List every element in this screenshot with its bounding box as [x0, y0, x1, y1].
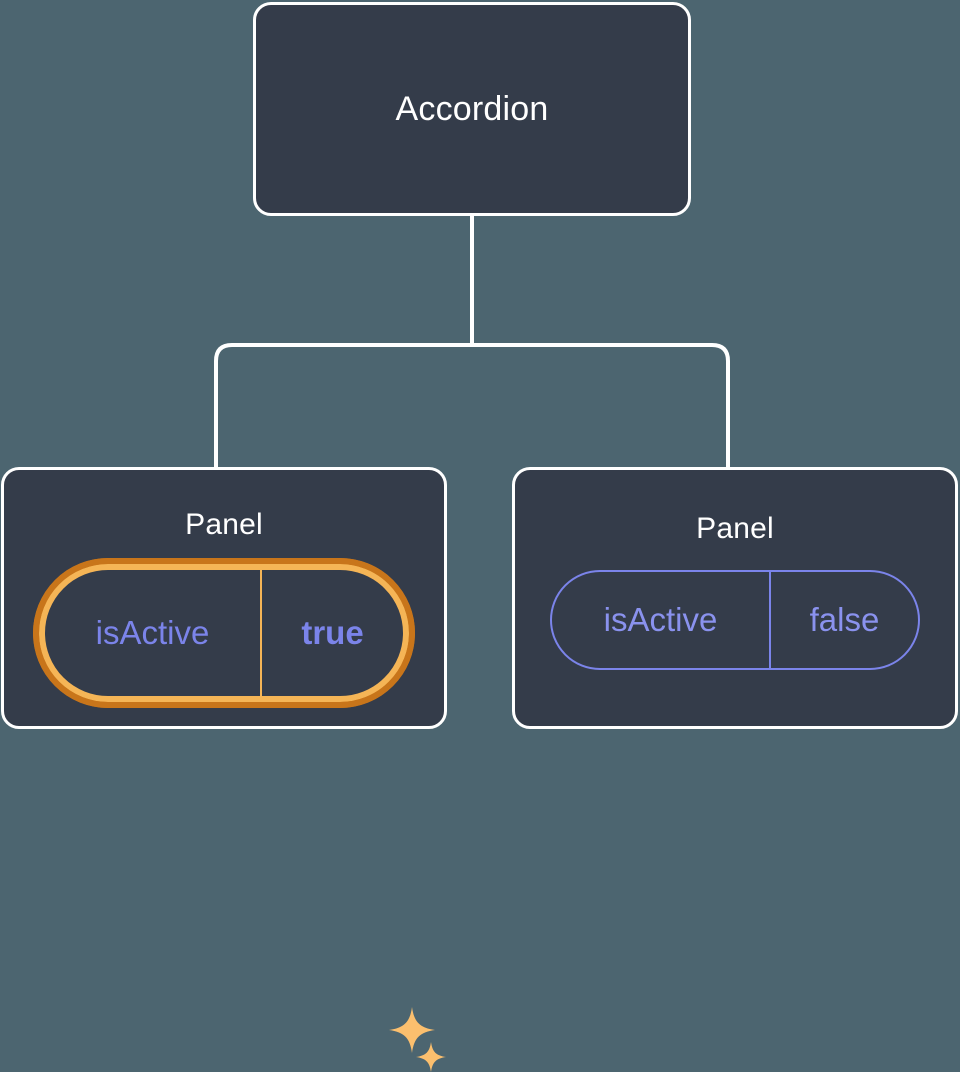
sparkle-large-icon — [389, 1007, 435, 1053]
node-accordion-label: Accordion — [395, 89, 549, 128]
prop-key-isactive: isActive — [45, 570, 262, 696]
node-panel-inactive-label: Panel — [696, 512, 774, 545]
node-panel-inactive[interactable]: Panel isActive false — [512, 467, 958, 729]
edge-branch-rail — [214, 343, 730, 467]
node-panel-active[interactable]: Panel isActive true — [1, 467, 447, 1072]
node-accordion[interactable]: Accordion — [253, 2, 691, 216]
prop-pill-active[interactable]: isActive true — [33, 558, 415, 708]
prop-pill-inactive[interactable]: isActive false — [550, 570, 920, 670]
sparkle-small-icon — [416, 1042, 446, 1072]
prop-value-true: true — [301, 614, 364, 651]
prop-value-false: false — [809, 601, 880, 638]
node-panel-active-label: Panel — [185, 508, 263, 541]
prop-pill-active-wrap: isActive true — [33, 558, 415, 708]
prop-pill-inactive-wrap: isActive false — [550, 570, 920, 670]
prop-key-isactive: isActive — [552, 572, 771, 668]
